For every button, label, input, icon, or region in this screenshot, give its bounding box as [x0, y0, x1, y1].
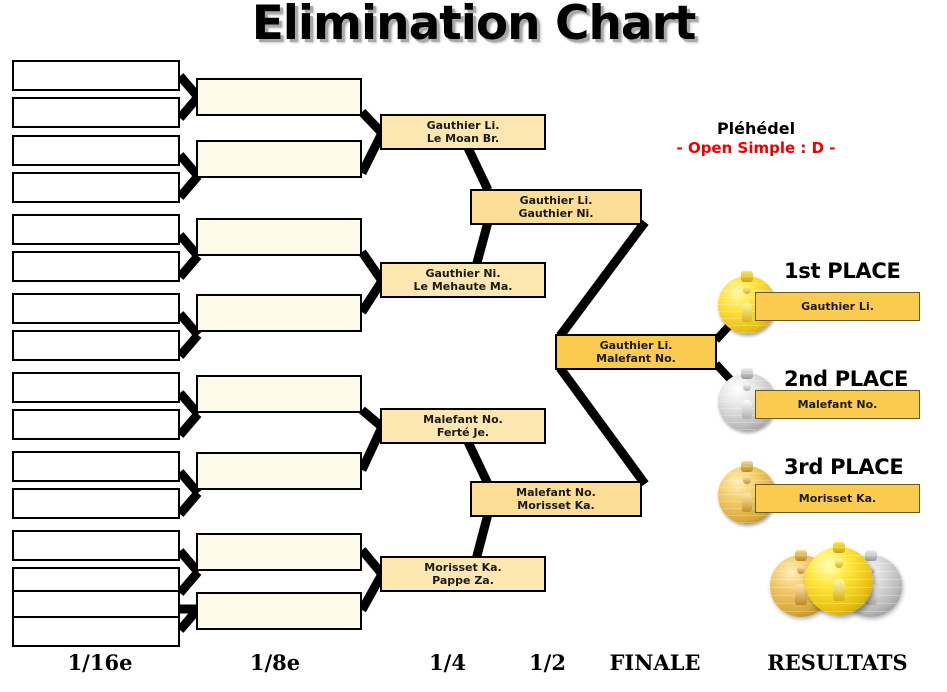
first-place-label: 1st PLACE [784, 259, 901, 283]
match-box-r32[interactable] [12, 60, 180, 91]
second-place-label: 2nd PLACE [784, 367, 908, 391]
player-name-line2: Morisset Ka. [517, 499, 595, 512]
round-label-final: FINALE [609, 650, 701, 675]
match-box-r16[interactable] [196, 218, 362, 256]
match-box-r32[interactable] [12, 172, 180, 203]
player-name-line2: Pappe Za. [432, 574, 494, 587]
event-category: - Open Simple : D - [676, 138, 836, 157]
match-box-quarter-final[interactable]: Malefant No. Ferté Je. [380, 408, 546, 444]
match-box-r32[interactable] [12, 616, 180, 647]
player-name-line1: Malefant No. [516, 485, 596, 499]
round-label-sf: 1/2 [529, 650, 566, 675]
match-box-r32[interactable] [12, 330, 180, 361]
second-place-name-bar: Malefant No. [755, 390, 920, 419]
player-name-line1: Gauthier Li. [426, 118, 500, 132]
match-box-r16[interactable] [196, 533, 362, 571]
match-box-r32[interactable] [12, 97, 180, 128]
match-box-r16[interactable] [196, 78, 362, 116]
match-box-semi-final[interactable]: Malefant No. Morisset Ka. [470, 481, 642, 517]
player-name-line1: Gauthier Li. [519, 193, 593, 207]
player-name-line2: Le Mehaute Ma. [413, 280, 513, 293]
gold-medal-icon [805, 542, 873, 615]
match-box-r32[interactable] [12, 251, 180, 282]
medals-cluster-decoration [770, 542, 905, 620]
first-place-name-bar: Gauthier Li. [755, 292, 920, 321]
event-header: Pléhédel - Open Simple : D - [638, 119, 874, 157]
match-box-r16[interactable] [196, 592, 362, 630]
player-name-line1: Gauthier Ni. [425, 266, 501, 280]
match-box-r32[interactable] [12, 590, 180, 621]
player-name-line1: Gauthier Li. [599, 338, 673, 352]
match-box-r16[interactable] [196, 375, 362, 413]
match-box-r32[interactable] [12, 293, 180, 324]
player-name-line2: Ferté Je. [436, 426, 490, 439]
match-box-quarter-final[interactable]: Gauthier Li. Le Moan Br. [380, 114, 546, 150]
event-venue: Pléhédel [716, 119, 796, 138]
match-box-r32[interactable] [12, 488, 180, 519]
match-box-r16[interactable] [196, 294, 362, 332]
round-label-r32: 1/16e [67, 650, 133, 675]
match-box-final[interactable]: Gauthier Li. Malefant No. [555, 334, 717, 370]
third-place-name: Morisset Ka. [798, 492, 877, 505]
player-name-line2: Malefant No. [596, 352, 676, 365]
round-label-results: RESULTATS [767, 650, 908, 675]
player-name-line2: Gauthier Ni. [518, 207, 594, 220]
first-place-name: Gauthier Li. [801, 300, 874, 313]
round-label-qf: 1/4 [429, 650, 466, 675]
third-place-name-bar: Morisset Ka. [755, 484, 920, 513]
match-box-r32[interactable] [12, 214, 180, 245]
match-box-r16[interactable] [196, 452, 362, 490]
second-place-name: Malefant No. [797, 398, 878, 411]
match-box-r32[interactable] [12, 530, 180, 561]
player-name-line2: Le Moan Br. [426, 132, 500, 145]
third-place-label: 3rd PLACE [784, 455, 904, 479]
match-box-r16[interactable] [196, 140, 362, 178]
match-box-r32[interactable] [12, 372, 180, 403]
match-box-quarter-final[interactable]: Morisset Ka. Pappe Za. [380, 556, 546, 592]
match-box-r32[interactable] [12, 409, 180, 440]
player-name-line1: Malefant No. [423, 412, 503, 426]
page-title: Elimination Chart [251, 0, 697, 51]
match-box-r32[interactable] [12, 135, 180, 166]
player-name-line1: Morisset Ka. [424, 560, 502, 574]
round-label-r16: 1/8e [249, 650, 301, 675]
match-box-semi-final[interactable]: Gauthier Li. Gauthier Ni. [470, 189, 642, 225]
match-box-r32[interactable] [12, 451, 180, 482]
match-box-quarter-final[interactable]: Gauthier Ni. Le Mehaute Ma. [380, 262, 546, 298]
